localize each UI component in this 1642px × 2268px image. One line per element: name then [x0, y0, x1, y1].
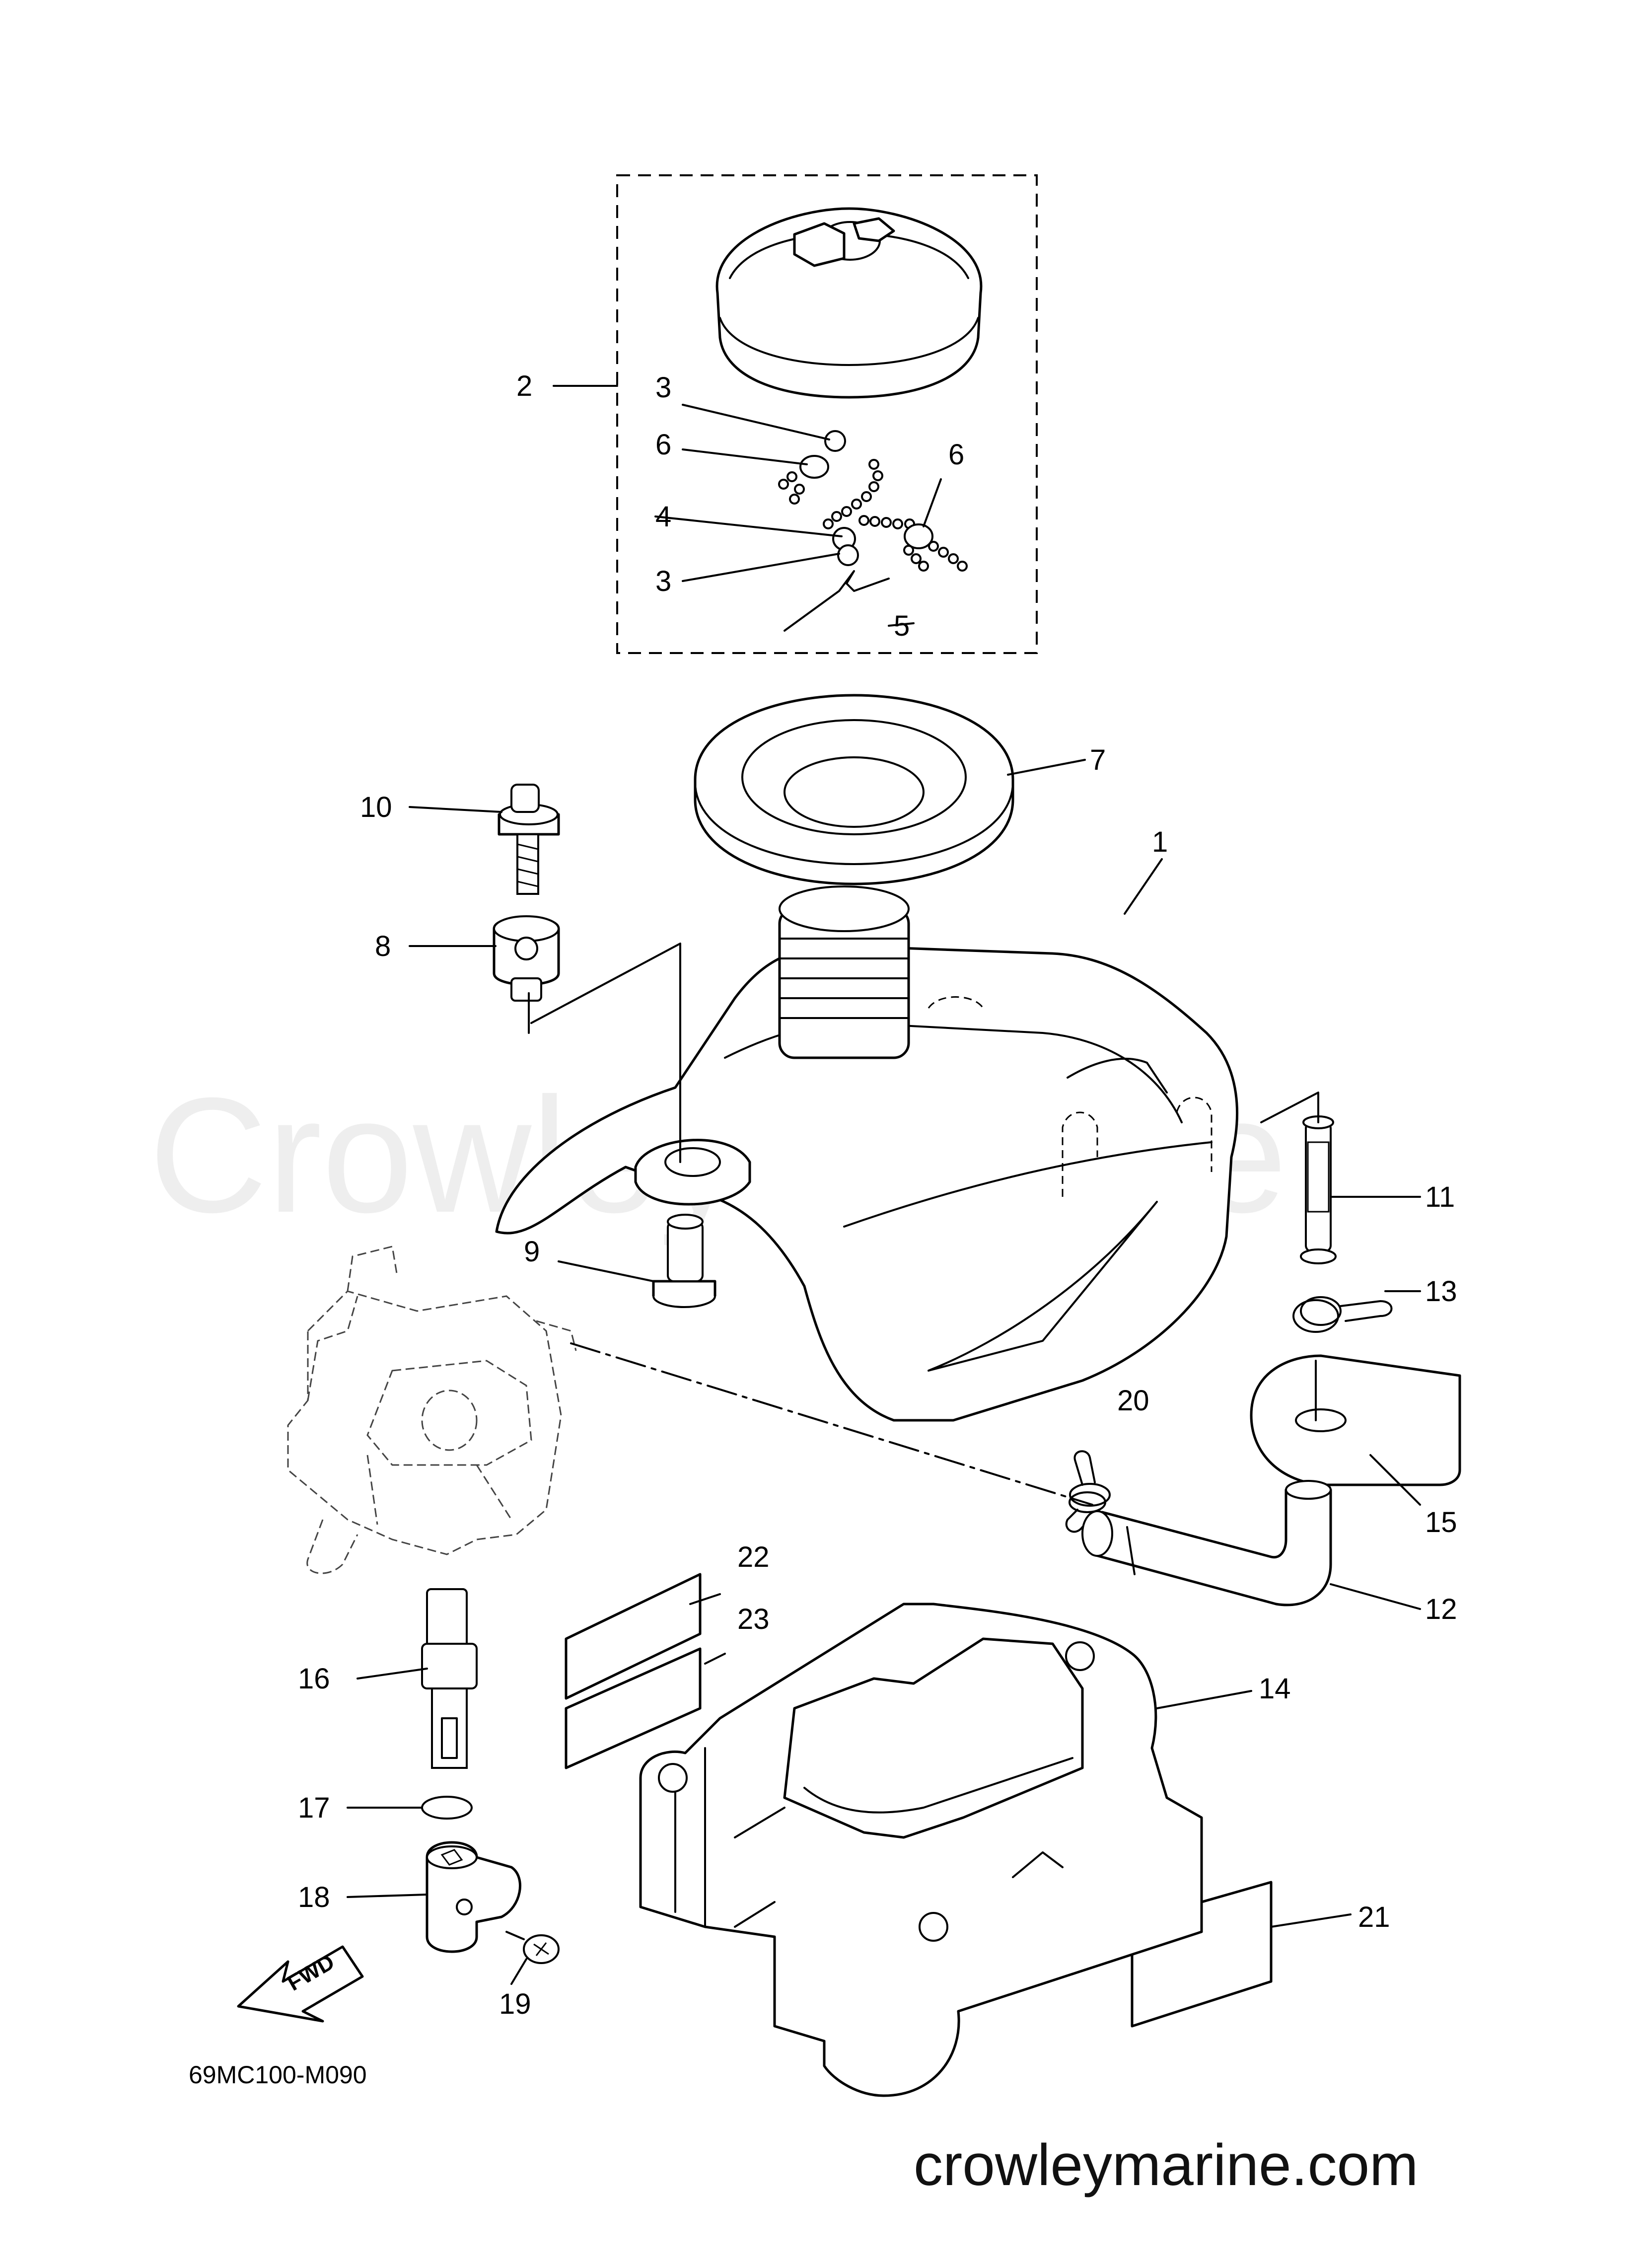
retaining-clip: [784, 570, 890, 632]
callout-16: 16: [298, 1663, 330, 1695]
tank-bolt: [498, 784, 560, 895]
bead-chain: [778, 430, 968, 572]
callout-7: 7: [1090, 744, 1106, 776]
callout-21: 21: [1358, 1901, 1390, 1933]
fuel-hose: [1081, 1480, 1332, 1607]
damper-grommet: [493, 915, 560, 1002]
callout-labels: 1 2 3 6 4 3 5 6 7 8 9 10 11 12 13 14 15 …: [298, 370, 1457, 2020]
diagram-code: 69MC100-M090: [189, 2061, 367, 2089]
callout-3-upper: 3: [655, 371, 671, 404]
callout-12: 12: [1425, 1593, 1457, 1625]
fuel-cap-assembly: [616, 174, 1038, 654]
fuel-filter: [1300, 1115, 1337, 1264]
callout-13: 13: [1425, 1275, 1457, 1308]
choke-rod: [421, 1588, 478, 1769]
label-23: [565, 1647, 702, 1769]
callout-5: 5: [894, 610, 910, 642]
hose-clip-13: [1292, 1296, 1393, 1333]
leader-lines: [347, 385, 1421, 1985]
callout-8: 8: [375, 930, 391, 962]
o-ring: [421, 1796, 473, 1820]
callout-18: 18: [298, 1881, 330, 1913]
callout-19: 19: [499, 1988, 531, 2020]
callout-20: 20: [1117, 1385, 1149, 1417]
leader-tank: [1260, 1092, 1319, 1123]
collar: [652, 1214, 716, 1308]
callout-23: 23: [737, 1603, 770, 1635]
callout-17: 17: [298, 1792, 330, 1824]
callout-15: 15: [1425, 1506, 1457, 1538]
assembly-box: [616, 174, 1038, 654]
tank-bracket: [639, 1603, 1203, 2097]
callout-6-right: 6: [948, 439, 964, 471]
filter-bracket: [1250, 1354, 1461, 1486]
fwd-arrow-icon: FWD: [237, 1945, 364, 2023]
callout-22: 22: [737, 1541, 770, 1573]
callout-6-left: 6: [655, 429, 671, 461]
callout-10: 10: [360, 791, 392, 823]
callout-4: 4: [655, 501, 671, 533]
label-22: [565, 1573, 702, 1700]
website-link[interactable]: crowleymarine.com: [914, 2132, 1418, 2198]
carburetor-reference: [287, 1245, 1093, 1574]
hose-clip-20: [1065, 1450, 1111, 1533]
choke-holder: [426, 1841, 521, 1953]
callout-9: 9: [524, 1236, 540, 1268]
screw: [505, 1931, 560, 1964]
callout-11: 11: [1425, 1181, 1455, 1213]
callout-3-lower: 3: [655, 565, 671, 597]
callout-1: 1: [1152, 826, 1168, 858]
callout-14: 14: [1259, 1673, 1291, 1705]
filler-grommet: [694, 694, 1014, 885]
fuel-tank: [495, 885, 1239, 1422]
callout-2: 2: [516, 370, 532, 402]
fuel-cap: [715, 207, 983, 399]
